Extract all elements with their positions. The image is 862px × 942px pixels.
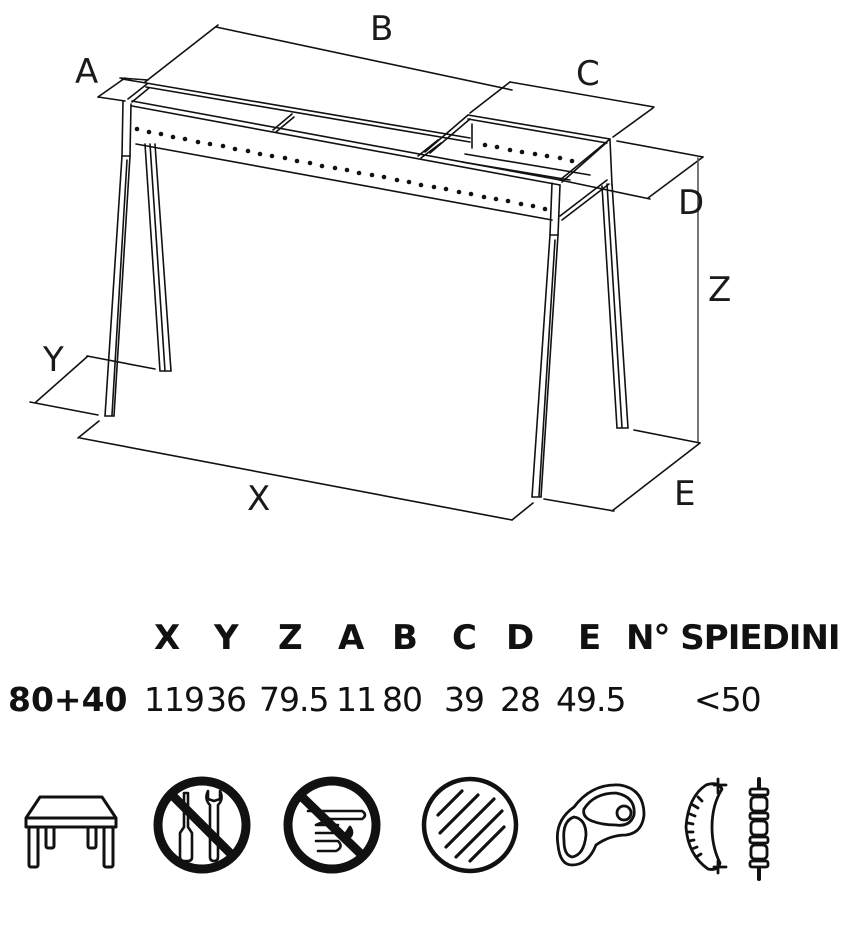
value-skewer-count: <50 [694,680,762,719]
value-d: 28 [500,680,541,719]
dimension-label-c: C [576,54,600,94]
value-x: 119 [144,680,205,719]
dimension-label-e: E [674,474,696,514]
dimension-label-y: Y [43,340,64,380]
value-a: 11 [336,680,377,719]
dimension-label-x: X [247,479,271,519]
skewer-icon [748,777,770,881]
grill-grate-icon [421,776,519,874]
value-z: 79.5 [259,680,329,719]
specifications-table: X Y Z A B C D E N° SPIEDINI 80+40 119 36… [0,615,862,725]
dimension-diagram: A B C D Z E X Y [29,9,732,521]
no-tools-required-icon [153,776,251,874]
feature-icons [0,775,862,895]
header-e: E [578,618,602,658]
dimension-label-z: Z [708,270,732,310]
value-y: 36 [206,680,247,719]
sausage-icon [684,777,728,875]
no-hand-washing-icon [283,776,381,874]
model-name: 80+40 [8,680,128,719]
table-stand-icon [24,795,118,869]
header-d: D [506,618,535,658]
dimension-label-d: D [678,183,705,223]
grill-line-drawing [29,24,704,521]
header-z: Z [278,618,303,658]
header-b: B [392,618,418,658]
header-a: A [338,618,365,658]
steak-icon [555,783,646,867]
dimension-label-a: A [75,52,99,92]
header-y: Y [214,618,239,658]
value-e: 49.5 [556,680,626,719]
vent-holes [134,126,575,212]
value-b: 80 [382,680,423,719]
dimension-label-b: B [370,9,394,49]
header-c: C [452,618,477,658]
header-skewer-count: N° SPIEDINI [626,618,841,658]
value-c: 39 [444,680,485,719]
header-x: X [154,618,181,658]
